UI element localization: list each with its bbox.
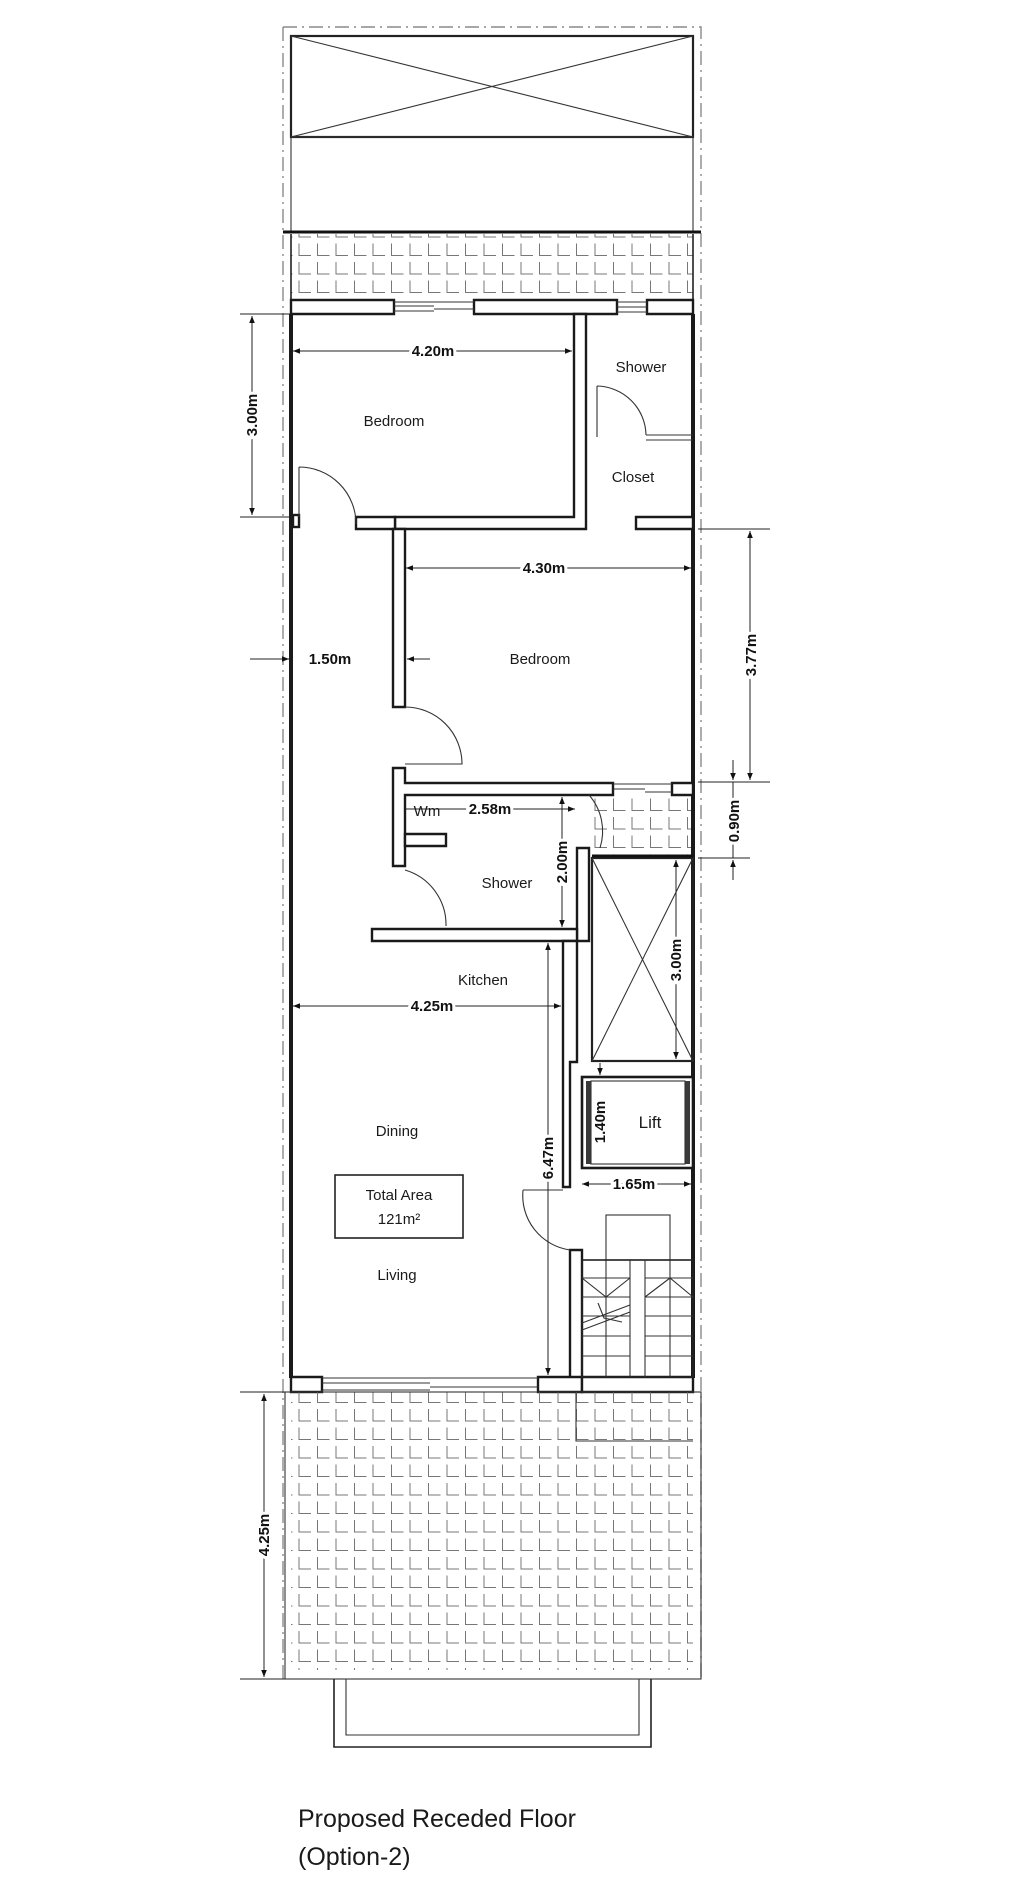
room-labels: Bedroom Shower Closet Bedroom Wm Shower …: [364, 359, 667, 1284]
title-line-2: (Option-2): [298, 1843, 411, 1871]
drawing-title: Proposed Receded Floor (Option-2): [298, 1805, 576, 1871]
total-area-label: Total Area: [366, 1187, 433, 1204]
title-line-1: Proposed Receded Floor: [298, 1805, 576, 1833]
doors: [298, 385, 693, 1251]
label-dining: Dining: [376, 1123, 419, 1140]
total-area-value: 121m²: [378, 1211, 421, 1228]
top-void: [289, 34, 695, 233]
dim-lift-width: 1.65m: [613, 1176, 656, 1193]
property-boundary: [282, 26, 702, 1679]
label-closet: Closet: [612, 469, 655, 486]
dim-bedroom-2-depth: 3.77m: [743, 634, 760, 677]
dim-void-depth: 3.00m: [668, 939, 685, 982]
label-wm: Wm: [414, 803, 441, 820]
label-kitchen: Kitchen: [458, 972, 508, 989]
dim-bedroom-2-width: 4.30m: [523, 560, 566, 577]
label-shower-2: Shower: [482, 875, 533, 892]
staircase: [581, 1214, 694, 1378]
dim-living-depth: 6.47m: [540, 1137, 557, 1180]
label-bedroom-1: Bedroom: [364, 413, 425, 430]
dim-bedroom-1-width: 4.20m: [412, 343, 455, 360]
dimension-labels: 4.20m 3.00m 4.30m 3.77m 1.50m 2.58m 2.00…: [241, 340, 763, 1559]
dim-lift-depth: 1.40m: [592, 1101, 609, 1144]
dim-shower-2-width: 2.58m: [469, 801, 512, 818]
dimension-lines: [240, 313, 770, 1680]
dim-terrace-depth: 4.25m: [256, 1514, 273, 1557]
front-terrace: [284, 1391, 702, 1748]
label-bedroom-2: Bedroom: [510, 651, 571, 668]
dim-corridor-width: 1.50m: [309, 651, 352, 668]
walls: [289, 298, 695, 1394]
dim-bedroom-1-depth: 3.00m: [244, 394, 261, 437]
dim-gap-depth: 0.90m: [726, 800, 743, 843]
dim-kitchen-width: 4.25m: [411, 998, 454, 1015]
label-living: Living: [377, 1267, 416, 1284]
total-area-box: [334, 1174, 464, 1239]
label-shower-1: Shower: [616, 359, 667, 376]
dim-shower-2-depth: 2.00m: [554, 841, 571, 884]
label-lift: Lift: [639, 1113, 662, 1132]
rear-terrace: [283, 230, 701, 299]
